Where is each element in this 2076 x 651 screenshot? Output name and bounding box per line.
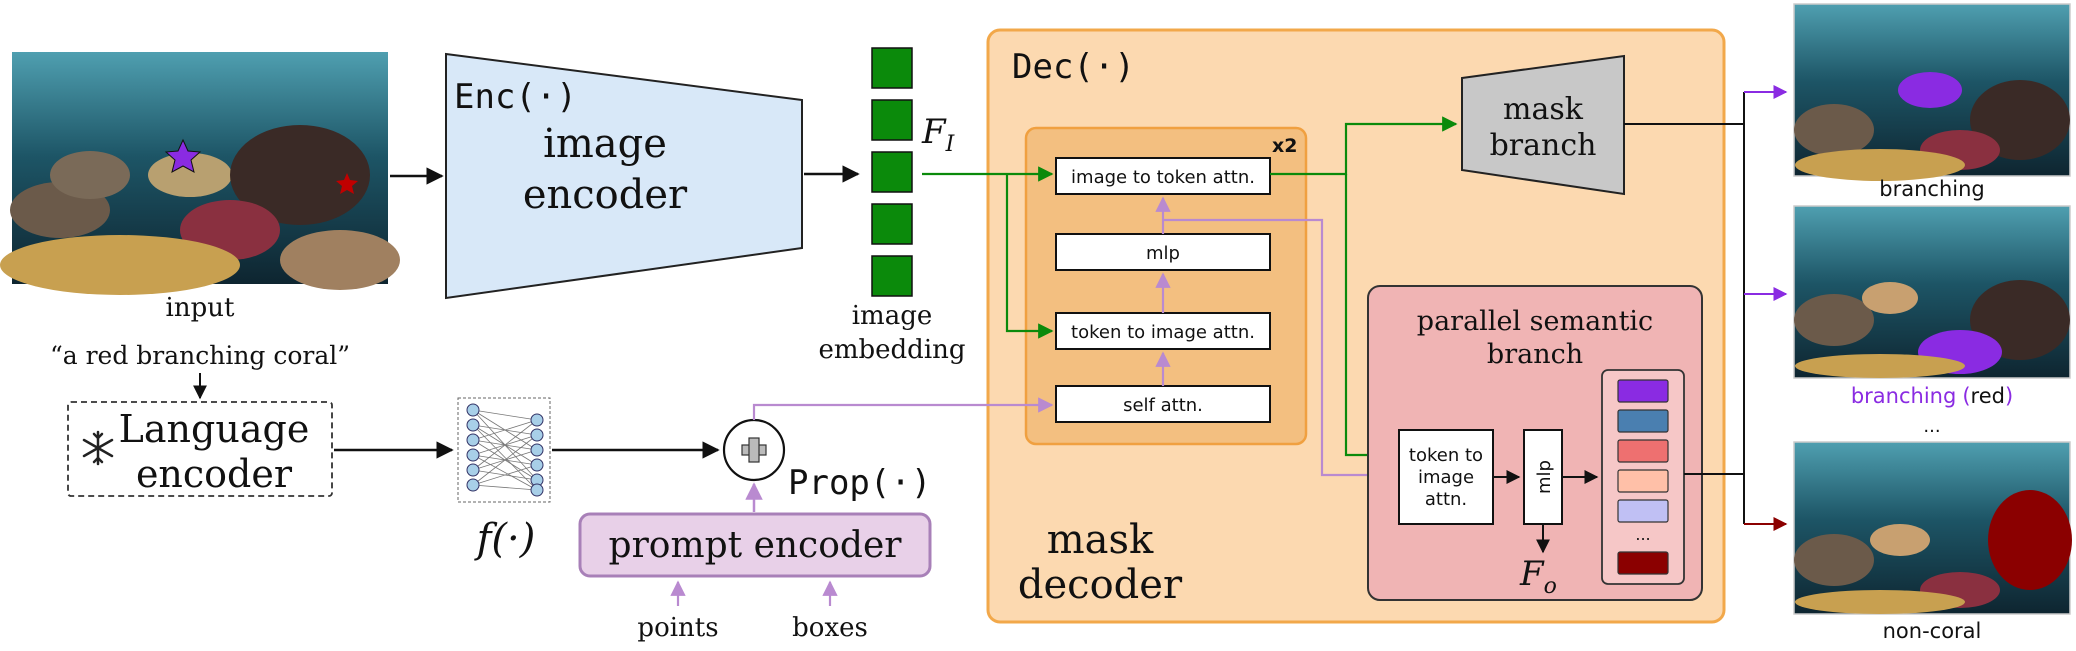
image-embedding xyxy=(871,47,913,297)
semantic-token-ellipsis: ... xyxy=(1635,525,1650,544)
semantic-token xyxy=(1617,551,1669,575)
decoder-label-line1: mask xyxy=(1047,517,1154,563)
output-image-branching-red xyxy=(1793,205,2071,379)
arrow-decoder-to-mask-branch xyxy=(1270,116,1458,176)
arrow-prompt-tokens-to-decoder xyxy=(752,397,1054,420)
semantic-mlp-label: mlp xyxy=(1534,460,1555,494)
semantic-attn-block xyxy=(1398,429,1494,525)
block-self-attn-label: self attn. xyxy=(1123,395,1203,416)
semantic-token-stack xyxy=(1617,379,1669,575)
arrow-tokens-to-semantic-branch xyxy=(1163,218,1397,483)
input-image xyxy=(0,52,400,295)
block-mlp-label: mlp xyxy=(1146,243,1180,264)
image-encoder-block xyxy=(445,52,803,300)
semantic-token xyxy=(1617,439,1669,463)
block-image-to-token-attn-label: image to token attn. xyxy=(1071,167,1255,188)
block-token-to-image-attn-label: token to image attn. xyxy=(1071,322,1255,343)
semantic-token xyxy=(1617,499,1669,523)
semantic-output-symbol: Fo xyxy=(1519,554,1557,599)
block-mlp xyxy=(1055,233,1271,271)
embedding-symbol: FI xyxy=(921,112,956,157)
semantic-branch-line1: parallel semantic xyxy=(1417,306,1653,337)
output-label-non-coral: non-coral xyxy=(1883,619,1982,643)
encoder-title-line2: encoder xyxy=(523,172,688,218)
prompt-encoder-label: prompt encoder xyxy=(609,525,903,566)
projection-label: f(·) xyxy=(474,516,536,562)
plus-sign xyxy=(741,437,767,463)
text-prompt: “a red branching coral” xyxy=(50,341,350,370)
output-image-non-coral xyxy=(1793,441,2072,615)
language-encoder-block xyxy=(67,401,333,497)
encoder-title-line1: image xyxy=(543,121,667,167)
decoder-func: Dec(·) xyxy=(1012,47,1135,87)
output-label-branching-red: branching(red) xyxy=(1851,384,2013,408)
arrow-embedding-to-t2i xyxy=(1005,174,1054,339)
outputs-ellipsis: ... xyxy=(1923,416,1940,437)
semantic-branch-line2: branch xyxy=(1487,339,1583,370)
decoder-label-line2: decoder xyxy=(1018,562,1183,608)
block-token-to-image-attn xyxy=(1055,312,1271,350)
semantic-attn-line3: attn. xyxy=(1425,489,1467,510)
mask-branch-line1: mask xyxy=(1503,92,1584,127)
input-label: input xyxy=(166,293,235,323)
output-label-branching: branching xyxy=(1879,177,1984,201)
prompt-encoder-block xyxy=(578,512,932,578)
embedding-label-line1: image xyxy=(852,301,933,331)
language-encoder-line1: Language xyxy=(119,407,310,451)
language-encoder-line2: encoder xyxy=(136,452,293,496)
decoder-repeat-count: x2 xyxy=(1272,135,1297,157)
semantic-token xyxy=(1617,409,1669,433)
projection-network xyxy=(457,397,551,503)
mask-branch-block xyxy=(1461,54,1625,196)
encoder-func: Enc(·) xyxy=(454,77,577,117)
prompt-input-points: points xyxy=(637,613,718,643)
semantic-attn-line2: image xyxy=(1418,467,1474,488)
snowflake-icon xyxy=(82,430,114,466)
prompt-input-boxes: boxes xyxy=(792,613,868,643)
block-image-to-token-attn xyxy=(1055,157,1271,195)
output-image-branching xyxy=(1793,3,2071,181)
mask-branch-line2: branch xyxy=(1490,128,1597,163)
prompt-encoder-func: Prop(·) xyxy=(788,463,931,503)
semantic-attn-line1: token to xyxy=(1409,445,1483,466)
semantic-token xyxy=(1617,379,1669,403)
semantic-token xyxy=(1617,469,1669,493)
embedding-label-line2: embedding xyxy=(818,335,965,365)
block-self-attn xyxy=(1055,385,1271,423)
